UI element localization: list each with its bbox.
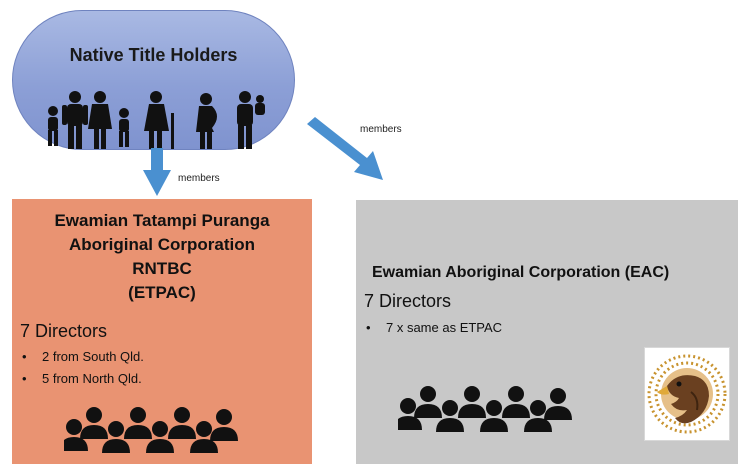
edge-label-eac: members	[360, 124, 402, 135]
etpac-title-line: RNTBC	[132, 259, 192, 278]
native-title-holders-label: Native Title Holders	[69, 45, 238, 65]
bullet-item: 7 x same as ETPAC	[360, 317, 502, 339]
eac-bullet-list: 7 x same as ETPAC	[360, 317, 502, 339]
arrow-icon	[307, 117, 383, 180]
etpac-box: Ewamian Tatampi Puranga Aboriginal Corpo…	[12, 199, 312, 464]
bullet-item: 2 from South Qld.	[16, 346, 144, 368]
arrow-icon	[143, 148, 171, 196]
native-title-holders-node: Native Title Holders	[12, 10, 295, 150]
people-group-icon	[64, 407, 238, 453]
eac-box: Ewamian Aboriginal Corporation (EAC) 7 D…	[356, 200, 738, 464]
family-group-icon	[48, 91, 265, 149]
etpac-title-line: Ewamian Tatampi Puranga	[54, 211, 270, 230]
people-group-icon	[398, 386, 572, 432]
etpac-directors: 7 Directors	[20, 321, 108, 341]
eac-directors: 7 Directors	[364, 291, 452, 311]
edge-label-etpac: members	[178, 173, 220, 184]
etpac-title-line: Aboriginal Corporation	[68, 235, 256, 254]
eagle-emblem-icon	[644, 347, 730, 441]
etpac-bullet-list: 2 from South Qld. 5 from North Qld.	[16, 346, 144, 390]
bullet-item: 5 from North Qld.	[16, 368, 144, 390]
etpac-title-line: (ETPAC)	[128, 283, 196, 302]
etpac-title: Ewamian Tatampi Puranga Aboriginal Corpo…	[12, 209, 312, 305]
eac-title: Ewamian Aboriginal Corporation (EAC)	[372, 264, 670, 281]
